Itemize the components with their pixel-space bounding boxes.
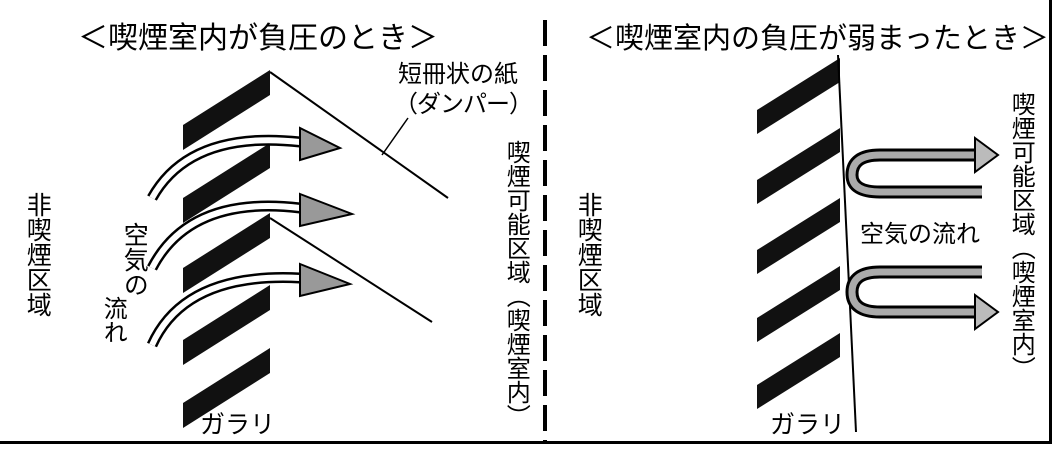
left-grille	[183, 70, 270, 428]
right-airflow-arrows	[845, 136, 1000, 331]
right-airflow-arrowhead	[974, 136, 1000, 174]
right-damper	[837, 54, 857, 433]
left-smoking-area-label: 喫煙可能区域（喫煙室内）	[502, 140, 531, 428]
left-panel-title: ＜喫煙室内が負圧のとき＞	[78, 21, 438, 56]
damper-leader-line	[381, 117, 409, 156]
left-grille-slat	[183, 143, 270, 223]
left-non-smoking-area-label: 非喫煙区域	[23, 192, 53, 317]
left-grille-slat	[183, 70, 270, 150]
left-grille-slat	[183, 348, 270, 428]
left-airflow-label-line1: 空気の	[120, 222, 150, 297]
right-airflow-label: 空気の流れ	[860, 220, 980, 248]
left-airflow-label-line2: 流れ	[99, 296, 128, 344]
figure-frame	[0, 0, 1052, 444]
damper-label-line1: 短冊状の紙	[398, 60, 518, 88]
right-airflow-arrowhead	[974, 293, 1000, 331]
left-grille-slat	[183, 213, 270, 293]
right-grille-slat	[757, 333, 840, 409]
right-grille-slat	[757, 266, 840, 342]
right-smoking-area-label: 喫煙可能区域（喫煙室内）	[1007, 92, 1036, 380]
right-grille-slat	[757, 58, 840, 134]
right-grille-slat	[757, 128, 840, 204]
left-grille-slat	[183, 285, 270, 365]
left-airflow-arrowhead	[299, 126, 343, 162]
right-non-smoking-area-label: 非喫煙区域	[574, 192, 604, 317]
right-panel-title: ＜喫煙室内の負圧が弱まったとき＞	[586, 21, 1049, 55]
right-grille	[757, 58, 840, 409]
left-grille-label: ガラリ	[200, 410, 276, 439]
right-airflow-arrow-lower	[845, 265, 982, 319]
damper-label-line2: （ダンパー）	[394, 90, 533, 118]
left-airflow-arrows	[146, 126, 356, 348]
right-grille-slat	[757, 198, 840, 274]
left-damper-lower	[269, 217, 433, 323]
right-grille-label: ガラリ	[770, 410, 846, 439]
left-airflow-arrowhead	[299, 262, 354, 298]
left-airflow-arrowhead	[299, 192, 356, 228]
left-damper-upper	[269, 71, 449, 199]
right-airflow-arrow-upper	[845, 148, 982, 199]
